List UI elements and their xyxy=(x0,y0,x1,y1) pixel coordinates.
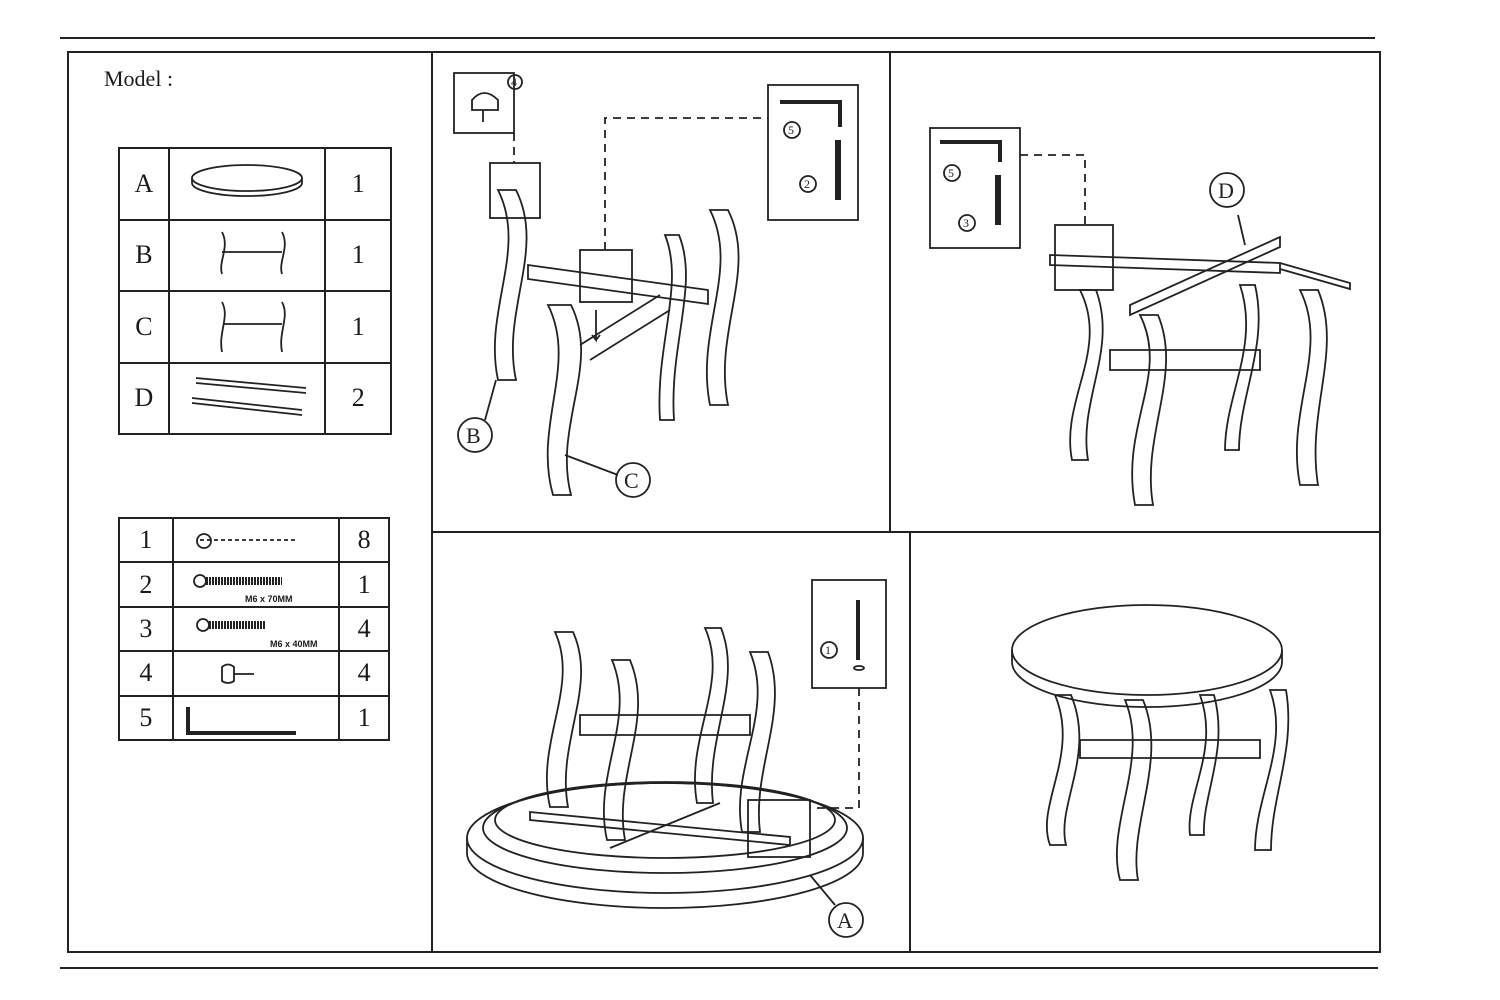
leveler-detail-box xyxy=(453,72,515,134)
part-qty: 1 xyxy=(324,218,392,292)
hardware-number: 4 xyxy=(118,650,174,697)
hardware-qty: 1 xyxy=(338,561,390,608)
part-qty: 1 xyxy=(324,147,392,221)
step2-diagram xyxy=(929,127,1351,506)
part-image xyxy=(167,290,327,364)
callout-c xyxy=(615,462,651,498)
callout-hw2: 2 xyxy=(804,177,810,191)
hardware-image xyxy=(171,561,341,608)
hardware-qty: 4 xyxy=(338,650,390,697)
leg xyxy=(493,189,528,381)
label-b: B xyxy=(466,423,481,448)
label-c: C xyxy=(624,468,639,493)
bolt-size-label: M6 x 40MM xyxy=(270,639,318,649)
step1-diagram xyxy=(453,72,859,498)
hardware-number: 3 xyxy=(118,605,174,653)
bolt-size-label: M6 x 70MM xyxy=(245,594,293,604)
model-label: Model : xyxy=(104,66,174,91)
part-image xyxy=(167,147,327,221)
detail-box xyxy=(489,162,541,219)
label-d: D xyxy=(1218,178,1234,203)
callout-hw5: 5 xyxy=(948,166,954,180)
bolt-detail-box xyxy=(929,127,1021,249)
leveler-icon xyxy=(471,92,499,122)
hardware-image xyxy=(171,650,341,697)
callout-hw5: 5 xyxy=(788,123,794,137)
callout-hw4: 4 xyxy=(511,75,517,89)
page-frame xyxy=(67,51,1381,953)
hardware-qty: 8 xyxy=(338,516,390,564)
part-qty: 1 xyxy=(324,290,392,364)
allen-key-icon xyxy=(780,100,842,127)
leg xyxy=(658,234,687,421)
part-letter: C xyxy=(118,290,170,364)
part-image xyxy=(167,361,327,435)
hardware-number: 5 xyxy=(118,694,174,742)
hardware-image xyxy=(171,694,341,742)
bolt-detail-box xyxy=(767,84,859,221)
leg xyxy=(546,304,582,496)
rail xyxy=(527,263,709,306)
hardware-qty: 1 xyxy=(338,694,390,742)
callout-hw3: 3 xyxy=(963,216,969,230)
callout-b xyxy=(457,417,493,453)
finished-table-diagram xyxy=(1011,604,1290,881)
hardware-number: 2 xyxy=(118,561,174,608)
label-a: A xyxy=(837,908,853,933)
part-letter: B xyxy=(118,218,170,292)
callout-a xyxy=(828,902,864,938)
hardware-image xyxy=(171,516,341,564)
step3-diagram xyxy=(466,579,887,938)
part-letter: A xyxy=(118,147,170,221)
screw-detail-box xyxy=(811,579,887,689)
hardware-qty: 4 xyxy=(338,605,390,653)
hardware-number: 1 xyxy=(118,516,174,564)
part-letter: D xyxy=(118,361,170,435)
detail-box xyxy=(579,249,633,303)
hardware-image xyxy=(171,605,341,653)
leg xyxy=(705,209,740,406)
callout-d xyxy=(1209,172,1245,208)
part-qty: 2 xyxy=(324,361,392,435)
part-image xyxy=(167,218,327,292)
callout-hw1: 1 xyxy=(825,643,831,657)
